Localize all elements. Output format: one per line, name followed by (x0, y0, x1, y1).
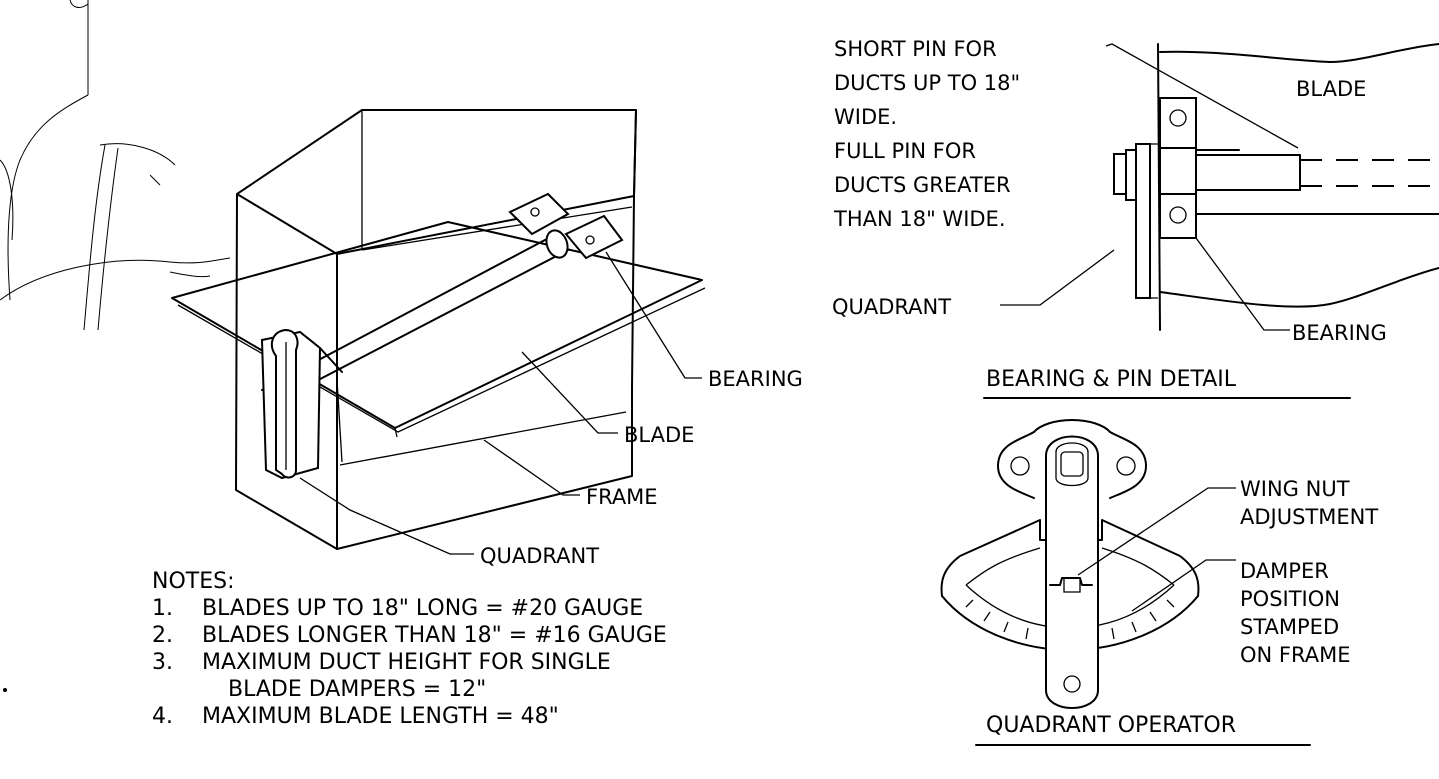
leader-damper-position (1131, 559, 1236, 612)
damper-position-line-4: ON FRAME (1240, 643, 1351, 667)
background-sketch (0, 0, 231, 692)
note-2-text: BLADES LONGER THAN 18" = #16 GAUGE (202, 623, 667, 648)
quadrant-handle (260, 328, 343, 480)
pin-note-line-5: DUCTS GREATER (834, 173, 1011, 197)
pin-label-quadrant: QUADRANT (832, 295, 951, 319)
label-blade: BLADE (624, 423, 694, 447)
damper-position-line-2: POSITION (1240, 587, 1340, 611)
notes-block: NOTES: 1. BLADES UP TO 18" LONG = #20 GA… (152, 569, 667, 729)
pin-detail-note: SHORT PIN FOR DUCTS UP TO 18" WIDE. FULL… (833, 37, 1020, 231)
pin-note-line-3: WIDE. (834, 105, 897, 129)
pin-label-bearing: BEARING (1292, 321, 1387, 345)
note-3-text: MAXIMUM DUCT HEIGHT FOR SINGLE (202, 650, 611, 675)
leader-pin-quadrant (1000, 249, 1115, 306)
quadrant-operator-drawing (940, 419, 1236, 709)
note-3-cont: BLADE DAMPERS = 12" (228, 677, 486, 702)
leader-quadrant (299, 477, 474, 555)
pin-detail-drawing (1000, 43, 1439, 331)
label-frame: FRAME (586, 485, 658, 509)
wing-nut-line-2: ADJUSTMENT (1240, 505, 1378, 529)
note-2-num: 2. (152, 623, 173, 648)
damper-position-line-3: STAMPED (1240, 615, 1339, 639)
damper-position-line-1: DAMPER (1240, 559, 1329, 583)
note-1-text: BLADES UP TO 18" LONG = #20 GAUGE (202, 596, 643, 621)
pin-note-line-1: SHORT PIN FOR (834, 37, 997, 61)
note-1-num: 1. (152, 596, 173, 621)
pin-note-line-2: DUCTS UP TO 18" (834, 71, 1020, 95)
pin-label-blade: BLADE (1296, 77, 1366, 101)
leader-bearing (605, 251, 702, 379)
leader-frame (483, 439, 580, 496)
note-4-num: 4. (152, 704, 173, 729)
label-bearing: BEARING (708, 367, 803, 391)
damper-isometric (171, 109, 706, 555)
wing-nut-line-1: WING NUT (1240, 477, 1350, 501)
leader-blade (521, 351, 618, 434)
note-4-text: MAXIMUM BLADE LENGTH = 48" (202, 704, 559, 729)
pin-note-line-4: FULL PIN FOR (834, 139, 976, 163)
pin-detail-title: BEARING & PIN DETAIL (986, 367, 1237, 392)
quadrant-operator-title: QUADRANT OPERATOR (986, 713, 1236, 738)
notes-heading: NOTES: (152, 569, 235, 594)
pin-note-line-6: THAN 18" WIDE. (833, 207, 1006, 231)
label-quadrant: QUADRANT (480, 544, 599, 568)
leader-wing-nut (1077, 487, 1236, 576)
leader-pin-bearing (1195, 237, 1290, 331)
blade-plate (171, 221, 703, 429)
leader-pin-note (1105, 43, 1299, 149)
note-3-num: 3. (152, 650, 173, 675)
